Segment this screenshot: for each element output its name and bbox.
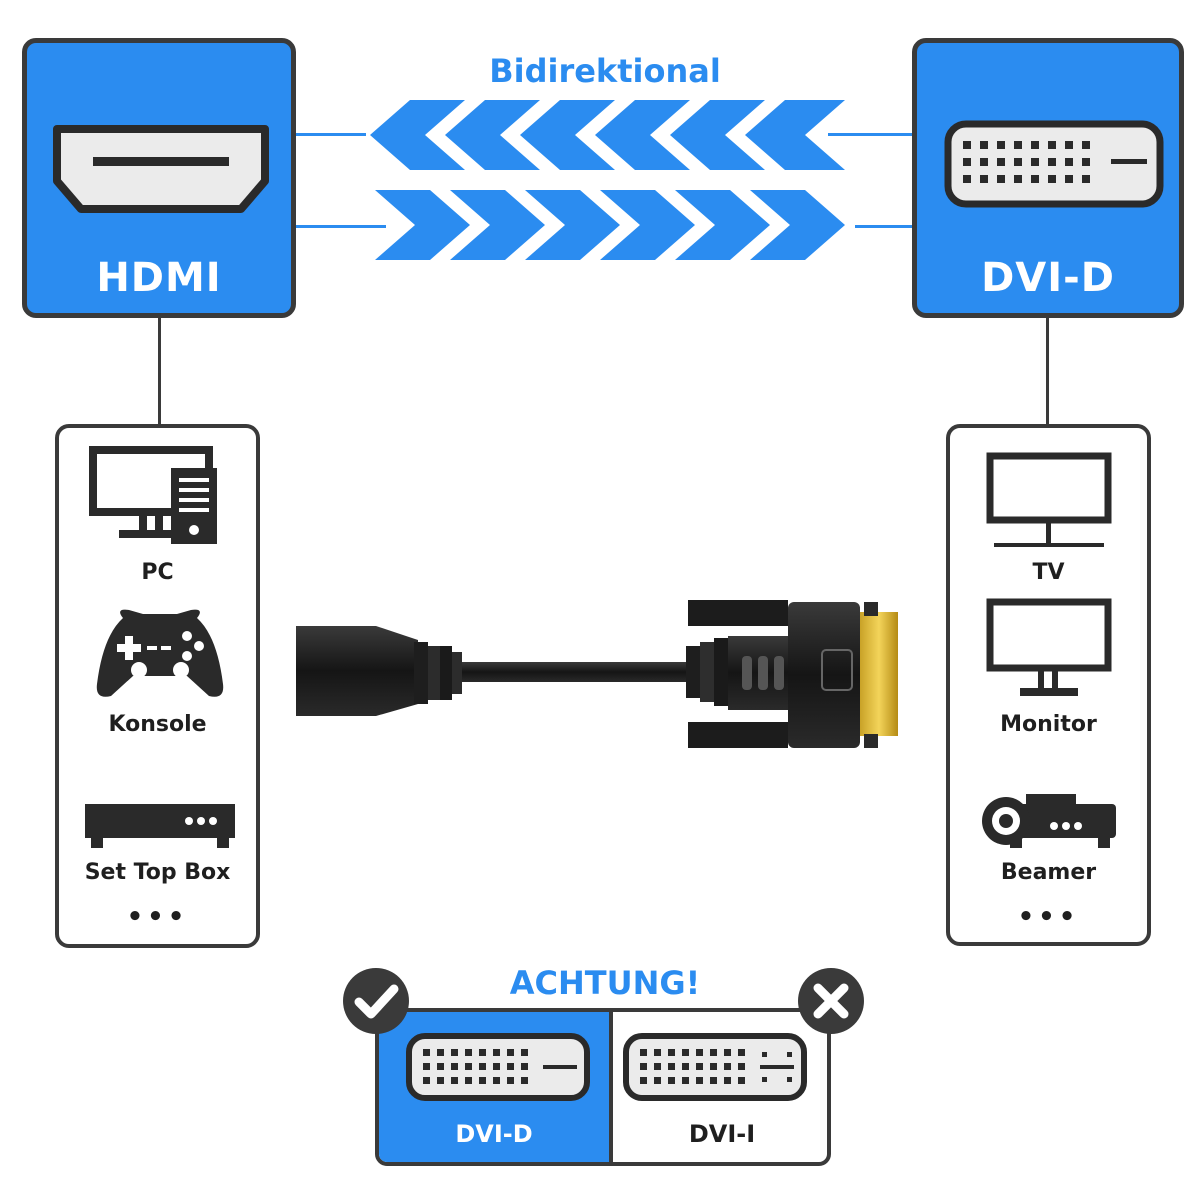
monitor-icon — [986, 598, 1112, 696]
cross-icon — [798, 968, 864, 1034]
dvi-port-box: DVI-D — [912, 38, 1184, 318]
monitor-label: Monitor — [1000, 712, 1097, 737]
tv-label: TV — [1032, 560, 1065, 585]
set-top-box-icon — [85, 804, 235, 848]
tv-icon — [986, 452, 1112, 547]
right-connector-line — [1046, 318, 1049, 424]
hdmi-port-box: HDMI — [22, 38, 296, 318]
connector-line-bottom-right — [855, 225, 912, 228]
hdmi-dvi-cable-icon — [296, 600, 898, 748]
connector-line-top-left — [296, 133, 366, 136]
left-connector-line — [158, 318, 161, 424]
dvi-d-label: DVI-D — [981, 255, 1115, 301]
check-icon — [343, 968, 409, 1034]
dvi-port-icon — [944, 120, 1164, 208]
projector-icon — [982, 794, 1116, 848]
set-top-box-label: Set Top Box — [84, 860, 231, 885]
arrows-left-icon — [370, 100, 845, 170]
more-source-devices: ••• — [126, 902, 189, 932]
connector-line-top-right — [828, 133, 912, 136]
dvi-compare-box: DVI-D DVI-I — [375, 1008, 831, 1166]
dvi-d-connector-icon — [406, 1033, 590, 1101]
dvi-d-compare-label: DVI-D — [455, 1120, 533, 1148]
display-devices-box: TV Monitor Beamer ••• — [946, 424, 1151, 946]
bidirectional-title: Bidirektional — [489, 52, 721, 90]
gamepad-icon — [96, 609, 224, 697]
warning-title: ACHTUNG! — [509, 964, 701, 1002]
hdmi-port-icon — [53, 125, 269, 213]
compare-divider — [609, 1012, 613, 1162]
pc-icon — [89, 446, 217, 544]
hdmi-label: HDMI — [96, 255, 222, 301]
connector-line-bottom-left — [296, 225, 386, 228]
pc-label: PC — [141, 560, 174, 585]
dvi-i-compare-label: DVI-I — [688, 1120, 756, 1148]
dvi-i-connector-icon — [623, 1033, 807, 1101]
arrows-right-icon — [375, 190, 845, 260]
source-devices-box: PC Konsole Set Top Box ••• — [55, 424, 260, 948]
beamer-label: Beamer — [1000, 860, 1097, 885]
more-display-devices: ••• — [1017, 902, 1080, 932]
konsole-label: Konsole — [108, 712, 207, 737]
